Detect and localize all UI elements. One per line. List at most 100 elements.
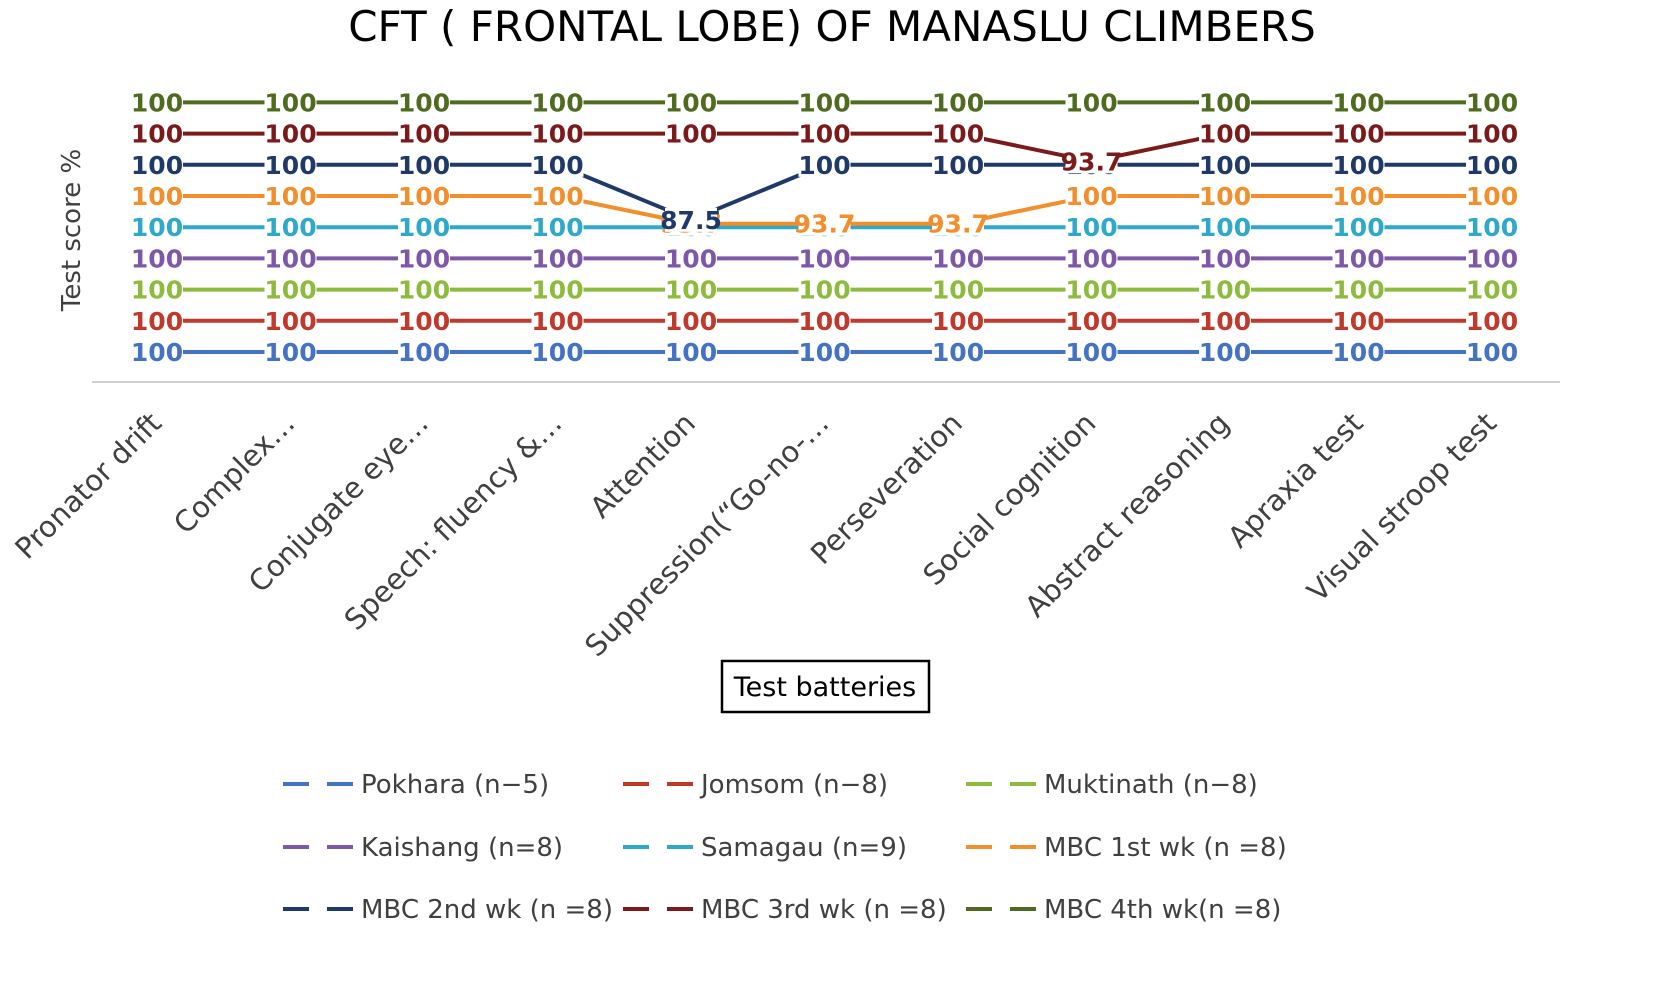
data-label-background	[1466, 215, 1518, 240]
data-label-background	[531, 340, 584, 364]
legend-item: MBC 4th wk(n =8)	[966, 895, 1281, 925]
data-label-background	[1199, 277, 1251, 302]
data-label-background	[131, 215, 183, 240]
data-label-background	[1065, 277, 1118, 302]
legend-item: MBC 2nd wk (n =8)	[283, 895, 613, 925]
data-label: 100	[131, 338, 183, 367]
data-label: 100	[398, 120, 450, 149]
data-label: 100	[1199, 120, 1251, 149]
data-label-background	[264, 246, 317, 271]
data-label-background	[131, 184, 183, 208]
data-label: 100	[1332, 213, 1384, 242]
data-label-background	[398, 277, 450, 302]
data-label-background	[665, 340, 717, 364]
data-label: 100	[932, 151, 984, 180]
legend-label: MBC 2nd wk (n =8)	[361, 895, 613, 925]
data-label-background	[1466, 246, 1518, 271]
data-label-background	[1332, 121, 1385, 146]
data-label-background	[798, 152, 851, 177]
data-label: 100	[398, 182, 450, 211]
data-label: 100	[1199, 276, 1251, 305]
data-label: 100	[531, 213, 583, 242]
data-label: 100	[798, 307, 850, 336]
data-label-background	[1466, 184, 1518, 208]
data-label-background	[131, 277, 183, 302]
data-label: 100	[665, 338, 717, 367]
legend-label: Muktinath (n−8)	[1044, 770, 1258, 800]
data-label: 100	[131, 244, 183, 273]
data-label: 100	[798, 244, 850, 273]
data-label-background	[131, 308, 183, 333]
data-label-background	[1332, 152, 1385, 177]
data-label: 100	[131, 307, 183, 336]
data-label: 100	[1466, 88, 1518, 117]
data-label-background	[1065, 246, 1118, 271]
data-label-background	[264, 152, 317, 177]
data-label-background	[798, 340, 851, 364]
data-label-background	[665, 121, 717, 146]
data-label: 100	[932, 307, 984, 336]
data-label-background	[1199, 340, 1251, 364]
data-label: 100	[932, 120, 984, 149]
data-label-background	[1466, 152, 1518, 177]
data-label: 100	[1065, 338, 1117, 367]
data-label: 93.7	[794, 210, 856, 239]
data-label-background	[398, 184, 450, 208]
data-label: 100	[665, 276, 717, 305]
data-label-background	[932, 277, 984, 302]
x-tick-label: Apraxia test	[1221, 406, 1369, 554]
data-label-background	[665, 246, 717, 271]
data-label-background	[131, 121, 183, 146]
data-label-background	[665, 308, 717, 333]
data-label-background	[932, 152, 984, 177]
data-label: 100	[131, 88, 183, 117]
data-label: 100	[531, 307, 583, 336]
data-label-background	[932, 308, 984, 333]
legend-label: MBC 4th wk(n =8)	[1044, 895, 1281, 925]
data-label-background	[1199, 308, 1251, 333]
data-label: 100	[1332, 244, 1384, 273]
data-label-background	[531, 90, 584, 115]
data-label-background	[1332, 308, 1385, 333]
data-label-background	[398, 246, 450, 271]
data-label-background	[1065, 184, 1118, 208]
data-label-background	[1065, 340, 1118, 364]
data-label: 100	[531, 276, 583, 305]
data-label: 100	[1466, 120, 1518, 149]
data-label: 100	[131, 151, 183, 180]
data-label: 100	[531, 88, 583, 117]
data-label: 100	[798, 276, 850, 305]
legend-item: Jomsom (n−8)	[623, 770, 888, 800]
data-label: 100	[1466, 182, 1518, 211]
legend-label: Pokhara (n−5)	[361, 770, 549, 800]
data-label-background	[1065, 308, 1118, 333]
data-label-background	[1466, 308, 1518, 333]
data-label: 100	[1199, 307, 1251, 336]
data-label-background	[798, 90, 851, 115]
data-label-background	[531, 246, 584, 271]
data-label: 100	[1065, 182, 1117, 211]
data-label-background	[1332, 184, 1385, 208]
data-label: 100	[798, 338, 850, 367]
data-label: 100	[1466, 244, 1518, 273]
legend-item: Samagau (n=9)	[623, 833, 907, 863]
data-label: 100	[264, 182, 316, 211]
data-label: 100	[1332, 276, 1384, 305]
data-label-background	[398, 121, 450, 146]
data-label: 100	[1466, 307, 1518, 336]
data-label-background	[531, 215, 584, 240]
data-label-background	[131, 246, 183, 271]
legend-item: Pokhara (n−5)	[283, 770, 549, 800]
data-label-background	[264, 90, 317, 115]
data-label: 100	[932, 244, 984, 273]
data-label: 100	[398, 338, 450, 367]
data-label: 100	[1332, 307, 1384, 336]
data-label: 100	[531, 120, 583, 149]
